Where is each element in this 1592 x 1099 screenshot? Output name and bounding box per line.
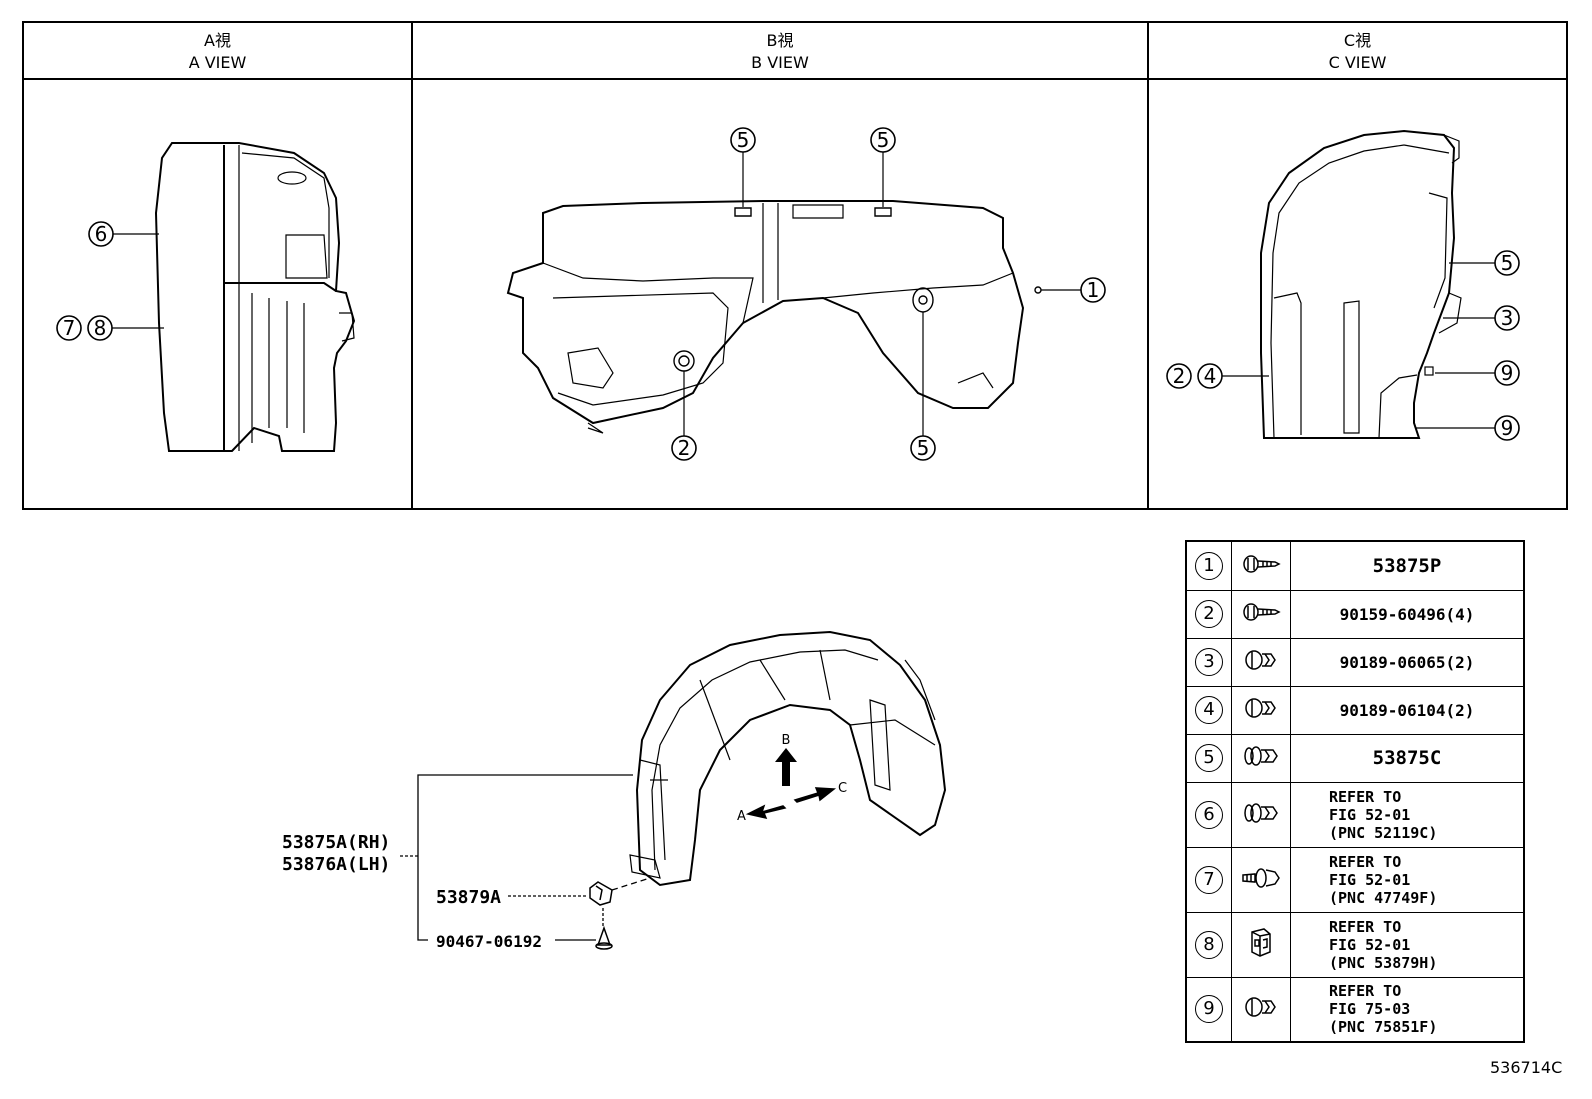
legend-part: 53875P: [1290, 540, 1525, 591]
legend-num: 3: [1195, 648, 1223, 676]
view-direction-arrows: B A C: [737, 733, 847, 824]
legend-refer-line: (PNC 47749F): [1329, 888, 1438, 907]
a-view-panel: A視 A VIEW 6 7 8: [24, 23, 411, 508]
a-callout-8: 8: [94, 316, 107, 340]
c-callout-3: 3: [1501, 306, 1514, 330]
legend-num: 8: [1195, 930, 1223, 959]
a-view-callouts: 6 7 8: [56, 221, 164, 341]
legend-refer-line: FIG 52-01: [1329, 870, 1411, 889]
a-callout-6: 6: [95, 222, 108, 246]
b-callout-5-left: 5: [737, 128, 750, 152]
b-view-title-jp: B視: [766, 31, 794, 50]
c-view-header: C視 C VIEW: [1149, 23, 1566, 80]
clip-icon: [1245, 698, 1276, 718]
b-callout-5-bottom: 5: [917, 436, 930, 460]
legend-refer-line: (PNC 52119C): [1329, 823, 1438, 842]
main-part-labels: 53875A(RH) 53876A(LH) 53879A 90467-06192: [282, 832, 542, 951]
part-lh-label: 53876A(LH): [282, 854, 390, 875]
legend-refer-line: (PNC 53879H): [1329, 953, 1438, 972]
c-view-liner: [1260, 129, 1462, 439]
nut-part-label: 90467-06192: [436, 932, 542, 951]
screw-icon: [1243, 555, 1281, 573]
legend-row: 9 REFER TO FIG 75-03 (PNC 75851F): [1185, 976, 1525, 1043]
legend-row: 2 90159-60496(4): [1185, 589, 1525, 639]
legend-part: 53875C: [1290, 733, 1525, 783]
legend-row: 1 53875P: [1185, 540, 1525, 591]
c-callout-2: 2: [1173, 364, 1186, 388]
b-view-drawing: 5 5 1 2 5: [506, 127, 1106, 461]
clip-part-label: 53879A: [436, 887, 501, 908]
views-frame: A視 A VIEW 6 7 8: [22, 21, 1568, 510]
c-callout-9-lower: 9: [1501, 416, 1514, 440]
legend-refer-line: FIG 75-03: [1329, 1000, 1411, 1019]
legend-part: 90189-06065(2): [1290, 637, 1525, 687]
push-rivet-icon: [1244, 746, 1278, 766]
a-view-drawing: 6 7 8: [56, 142, 356, 452]
b-view-header: B視 B VIEW: [413, 23, 1147, 80]
main-leader-lines: [400, 774, 651, 941]
screw-icon: [1243, 603, 1281, 621]
legend-row: 3 90189-06065(2): [1185, 637, 1525, 687]
c-callout-4: 4: [1204, 364, 1217, 388]
legend-num: 6: [1195, 800, 1223, 829]
arrow-label-c: C: [838, 781, 847, 796]
figure-id: 536714C: [1490, 1058, 1563, 1077]
legend-row: 4 90189-06104(2): [1185, 685, 1525, 735]
c-view-title-jp: C視: [1343, 31, 1372, 50]
legend-part: 90159-60496(4): [1290, 589, 1525, 639]
b-callout-5-right: 5: [877, 128, 890, 152]
nut-clip-icon: [1251, 927, 1271, 957]
legend-refer-line: REFER TO: [1329, 787, 1402, 806]
a-view-header: A視 A VIEW: [24, 23, 411, 80]
b-callout-2: 2: [678, 436, 691, 460]
c-view-title-en: C VIEW: [1328, 53, 1387, 72]
main-assembly-drawing: B A C 53875A(RH) 53876A(LH) 53879A 90467…: [282, 630, 947, 951]
clip-icon: [1245, 650, 1276, 670]
a-view-liner: [154, 142, 356, 452]
c-view-callouts: 5 3 2 4 9 9: [1166, 250, 1520, 441]
legend-row: 8 REFER TO FIG 52-01 (PNC 53879H): [1185, 911, 1525, 978]
c-view-drawing: 5 3 2 4 9 9: [1166, 129, 1520, 441]
legend-num: 4: [1195, 696, 1223, 724]
legend-num: 1: [1195, 551, 1223, 580]
legend-refer-line: FIG 52-01: [1329, 935, 1411, 954]
c-view-panel: C視 C VIEW 5 3: [1147, 23, 1566, 508]
legend-num: 2: [1195, 600, 1223, 628]
c-callout-5: 5: [1501, 251, 1514, 275]
legend-refer-line: (PNC 75851F): [1329, 1018, 1438, 1037]
fastener-legend-table: 1 53875P 2 90159-60496(4) 3 90189-06065(…: [1185, 540, 1525, 1043]
part-rh-label: 53875A(RH): [282, 832, 390, 853]
arrow-label-b: B: [782, 733, 791, 748]
legend-refer-line: REFER TO: [1329, 917, 1402, 936]
c-callout-9-upper: 9: [1501, 361, 1514, 385]
legend-num: 7: [1195, 865, 1223, 894]
b-view-panel: B視 B VIEW: [411, 23, 1147, 508]
b-view-callouts: 5 5 1 2 5: [671, 127, 1106, 461]
clip-53879a-drawing: [589, 881, 613, 906]
grommet-screw-icon: [1242, 867, 1280, 888]
legend-row: 7 REFER TO FIG 52-01 (PNC 47749F): [1185, 846, 1525, 913]
b-view-title-en: B VIEW: [751, 53, 809, 72]
clip-icon: [1245, 997, 1276, 1017]
nut-90467-drawing: [595, 925, 613, 950]
legend-num: 5: [1195, 744, 1223, 772]
legend-refer-line: FIG 52-01: [1329, 805, 1411, 824]
b-view-liner: [506, 200, 1025, 434]
arrow-label-a: A: [737, 809, 746, 824]
b-callout-1: 1: [1087, 278, 1100, 302]
fender-liner-iso: [629, 630, 947, 887]
legend-refer-line: REFER TO: [1329, 852, 1402, 871]
legend-num: 9: [1195, 995, 1223, 1024]
a-view-title-en: A VIEW: [188, 53, 247, 72]
legend-refer-line: REFER TO: [1329, 982, 1402, 1001]
push-rivet-icon: [1244, 802, 1278, 823]
a-callout-7: 7: [63, 316, 76, 340]
legend-part: 90189-06104(2): [1290, 685, 1525, 735]
a-view-title-jp: A視: [204, 31, 231, 50]
legend-row: 5 53875C: [1185, 733, 1525, 783]
legend-row: 6 REFER TO FIG 52-01 (PNC 52119C): [1185, 781, 1525, 848]
